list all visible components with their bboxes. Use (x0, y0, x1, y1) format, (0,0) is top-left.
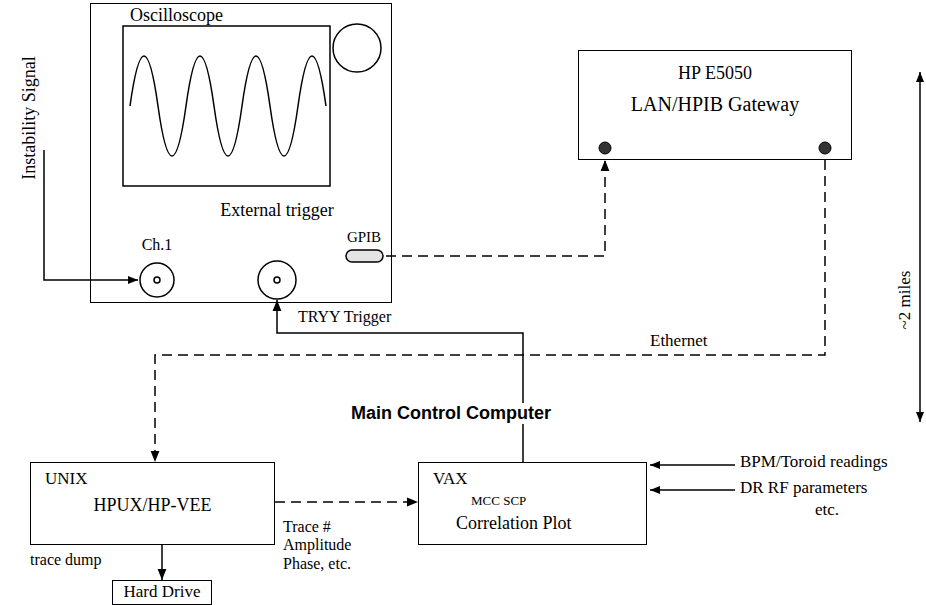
connector-label: trace dump (30, 551, 102, 569)
input-label: etc. (815, 500, 839, 520)
connector-outline (154, 277, 160, 283)
computer-box: Main Control ComputerVAXMCC SCPCorrelati… (418, 462, 647, 545)
network-link (386, 160, 605, 256)
connector-label: External trigger (220, 200, 333, 221)
gateway-port (819, 142, 831, 154)
input-label: DR RF parameters (740, 478, 867, 498)
network-link (275, 501, 418, 503)
connector-label: Ch.1 (142, 236, 173, 254)
connector-outline (346, 250, 383, 262)
gateway-port (599, 142, 611, 154)
box-label: LAN/HPIB Gateway (631, 93, 799, 116)
box-label: HPUX/HP-VEE (93, 495, 211, 516)
box-title: HP E5050 (678, 63, 752, 84)
network-link (155, 160, 825, 462)
connector-outline (258, 261, 296, 299)
sine-trace (130, 56, 326, 156)
scope-knob (333, 24, 381, 72)
input-connector: Ch.1 (127, 236, 187, 300)
computer-box: UNIXHPUX/HP-VEE (30, 462, 275, 545)
signal-link (161, 545, 163, 580)
connector-outline (140, 263, 174, 297)
connector-label: Ethernet (650, 331, 708, 351)
scope-screen (123, 26, 330, 186)
connector-label: TRYY Trigger (298, 308, 391, 326)
box-title: Oscilloscope (130, 5, 223, 26)
signal-name: Instability Signal (19, 56, 40, 180)
trigger-connector: External trigger (197, 200, 357, 300)
connector-outline (274, 277, 280, 283)
input-label: BPM/Toroid readings (740, 452, 888, 472)
box-title: VAX (433, 469, 468, 489)
connector-label: Trace # Amplitude Phase, etc. (283, 518, 371, 573)
box-label: Correlation Plot (456, 513, 572, 534)
port-label: GPIB (347, 229, 381, 246)
storage-box: Hard Drive (112, 580, 212, 605)
dimension-label: ~2 miles (895, 271, 915, 330)
box-title: Hard Drive (124, 582, 201, 602)
distance-arrow (919, 72, 921, 422)
gateway-box: HP E5050LAN/HPIB Gateway (578, 50, 852, 160)
box-label: MCC SCP (471, 494, 526, 509)
bus-port: GPIB (342, 228, 386, 266)
instrument-box: OscilloscopeCh.1 External triggerGPIB (90, 3, 392, 303)
signal-wire (44, 150, 138, 280)
input-arrow (650, 464, 735, 466)
signal-link (277, 300, 523, 462)
input-arrow (650, 489, 735, 491)
box-title: UNIX (45, 469, 88, 489)
box-heading: Main Control Computer (348, 403, 554, 424)
